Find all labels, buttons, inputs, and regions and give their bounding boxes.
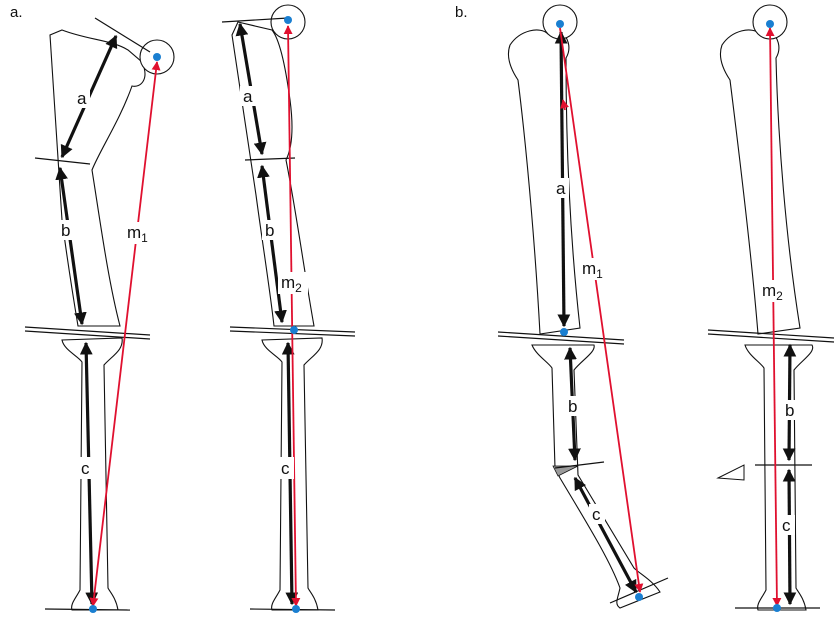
label-m2: m2 <box>281 273 302 295</box>
panel-label-a: a. <box>10 4 23 21</box>
wedge-gap <box>552 465 579 477</box>
osteotomy-line <box>554 461 605 469</box>
tibia-outline <box>744 344 814 611</box>
mechanical-axis-m1 <box>559 27 644 593</box>
label-b: b <box>568 397 577 416</box>
label-a: a <box>556 179 566 198</box>
segment-c-arrow <box>782 468 797 606</box>
knee-center-point <box>290 326 298 334</box>
segment-c-arrow <box>573 476 638 594</box>
label-b: b <box>265 221 274 240</box>
hip-center-point <box>556 20 564 28</box>
knee-joint-line-upper <box>24 326 151 336</box>
label-c: c <box>81 459 90 478</box>
label-b: b <box>785 401 794 420</box>
tibia-outline <box>531 344 661 609</box>
ankle-joint-line <box>44 608 131 611</box>
hip-center-point <box>766 20 774 28</box>
panel-a-corrected-limb: a b c m2 <box>221 4 356 613</box>
apex-reference-line <box>34 157 91 165</box>
knee-joint-line-lower <box>497 335 625 345</box>
knee-center-point <box>560 328 568 336</box>
segment-b-arrow <box>257 164 287 324</box>
mechanical-axis-m1 <box>89 61 161 607</box>
label-m2: m2 <box>762 281 783 303</box>
knee-joint-line-upper <box>497 331 625 341</box>
segment-b-arrow <box>55 166 87 326</box>
ankle-center-point <box>292 605 300 613</box>
label-c: c <box>281 459 290 478</box>
panel-b-corrected-limb: b c m2 <box>707 4 835 612</box>
mechanical-axis-m2 <box>765 27 782 607</box>
panel-label-b: b. <box>455 4 468 21</box>
hip-reference-line <box>94 17 151 53</box>
hip-center-point <box>284 16 292 24</box>
ankle-center-point <box>773 604 781 612</box>
label-c: c <box>592 505 601 524</box>
label-m1: m1 <box>127 223 148 245</box>
femur-outline <box>507 29 581 335</box>
label-c: c <box>782 516 791 535</box>
triangle-wedge-icon <box>716 464 745 481</box>
label-b: b <box>61 221 70 240</box>
hip-center-point <box>153 53 161 61</box>
knee-joint-line-lower <box>707 333 835 343</box>
label-m1: m1 <box>582 259 603 281</box>
ankle-center-point <box>635 593 643 601</box>
hip-reference-line <box>221 17 289 23</box>
knee-joint-line-lower <box>24 330 151 340</box>
label-a: a <box>77 89 87 108</box>
mechanical-axis-m2 <box>283 25 301 607</box>
mechanical-axis-m1-head <box>560 99 570 111</box>
panel-b-deformed-limb: a b c m1 <box>497 4 669 609</box>
ankle-center-point <box>89 605 97 613</box>
panel-a-deformed-limb: a b c m1 <box>24 17 175 613</box>
label-a: a <box>243 87 253 106</box>
